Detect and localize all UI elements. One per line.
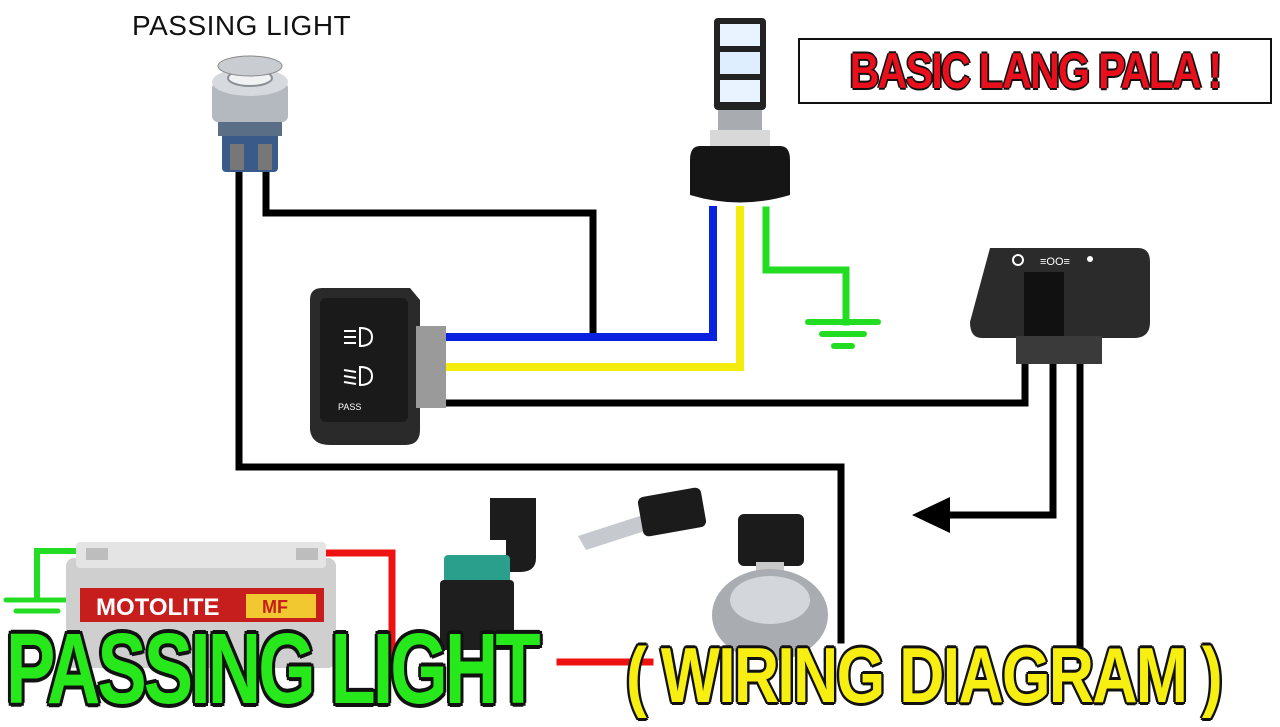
wire-black-pushbutton-to-ignition [235,166,845,644]
arrow-left-icon [912,497,950,533]
dimmer-pass-text: PASS [338,402,361,412]
battery-brand-text: MOTOLITE [96,594,220,621]
wire-black-switch-to-arrow [941,358,1057,519]
battery: MOTOLITE MF [66,542,336,668]
wire-red-battery-to-fuse [314,549,396,664]
passing-light-switch-label: PASSING LIGHT [132,10,352,41]
banner-text: BASIC LANG PALA ! [849,43,1222,99]
wires [34,166,1084,666]
handlebar-light-switch: ≡OO≡ [970,248,1150,364]
title-main: PASSING LIGHT [6,613,541,725]
ground-symbol-bulb [805,319,881,349]
wire-yellow-dimmer-to-bulb [440,206,744,371]
wire-black-pushbutton-to-dimmer [262,166,597,337]
passing-light-pushbutton [212,55,288,172]
wire-black-dimmer-to-switch [440,358,1029,407]
battery-badge-text: MF [262,597,288,617]
dimmer-switch: PASS [310,288,446,445]
fuse-holder [440,498,536,650]
ignition-switch-with-keys [578,487,828,661]
wire-green-bulb-ground [762,206,850,326]
ground-symbol-battery [3,597,71,614]
led-headlight-bulb [690,18,790,203]
switch-lowbeam-glyph: ≡OO≡ [1040,256,1070,268]
banner-box: BASIC LANG PALA ! [798,38,1272,104]
title-sub: ( WIRING DIAGRAM ) [626,631,1223,719]
wire-blue-dimmer-to-bulb [440,206,717,341]
